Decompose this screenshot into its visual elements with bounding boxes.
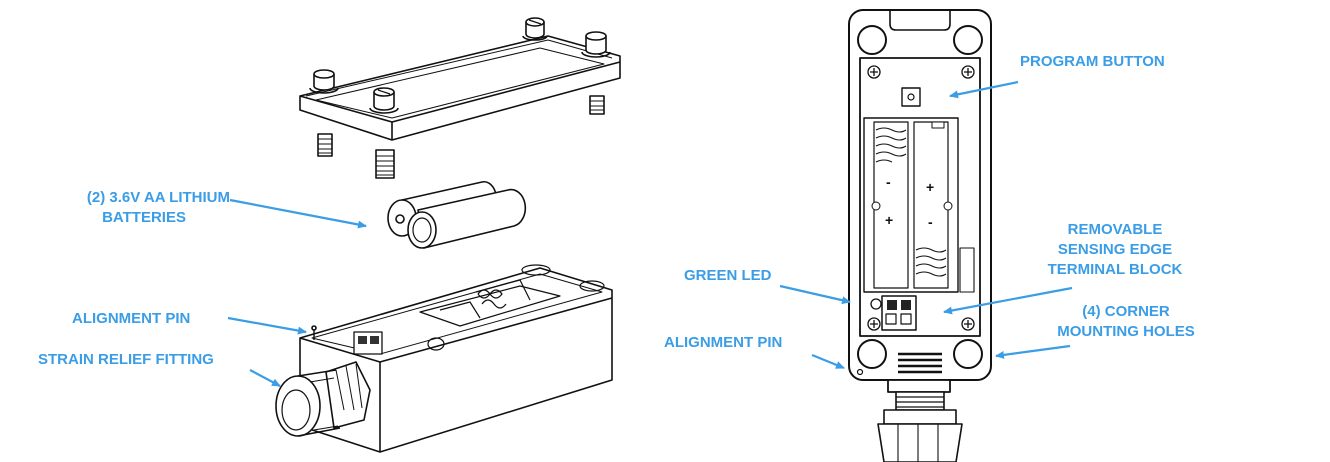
batteries-label: (2) 3.6V AA LITHIUM BATTERIES (20, 188, 230, 228)
aa-batteries (387, 180, 527, 249)
polarity-right-top: + (926, 179, 935, 195)
lid-screw-head-right (581, 31, 611, 58)
terminal-block-label-line-2: SENSING EDGE (1057, 241, 1173, 258)
green-led (870, 298, 882, 310)
lid-screw-thread-front (375, 149, 395, 179)
strain-relief-fitting (275, 361, 371, 437)
enclosure-base (299, 264, 613, 453)
alignment-pin-right-label: ALIGNMENT PIN (664, 334, 783, 351)
lid-screw-head-front (369, 87, 399, 114)
leader-arrows (227, 80, 1073, 387)
lid-screw-head-left-back (309, 69, 339, 94)
alignment-pin-dot (856, 368, 864, 376)
alignment-pin-left-label: ALIGNMENT PIN (72, 310, 191, 327)
polarity-left-bottom: + (885, 212, 894, 228)
terminal-block-label-line-1: REMOVABLE (1067, 221, 1163, 238)
lid-screw-thread-left (317, 133, 333, 157)
enclosure-top-view (848, 9, 992, 381)
enclosure-lid (299, 17, 621, 179)
green-led-label: GREEN LED (684, 267, 772, 284)
corner-mounting-hole-top-left (857, 25, 887, 55)
terminal-block-label-line-3: TERMINAL BLOCK (1047, 261, 1183, 278)
polarity-left-top: - (886, 174, 891, 190)
mounting-holes-label-line-2: MOUNTING HOLES (1057, 323, 1195, 340)
strain-relief-label: STRAIN RELIEF FITTING (38, 351, 214, 368)
polarity-right-bottom: - (928, 214, 933, 230)
corner-mounting-hole-bottom-left (857, 339, 887, 369)
corner-mounting-hole-bottom-right (953, 339, 983, 369)
lid-screw-thread-right (589, 95, 605, 115)
lid-screw-head-back (522, 17, 548, 41)
program-button (901, 87, 921, 107)
mounting-holes-label: (4) CORNER MOUNTING HOLES (1036, 302, 1216, 342)
batteries-label-line-1: (2) 3.6V AA LITHIUM (86, 189, 230, 206)
terminal-block-label: REMOVABLE SENSING EDGE TERMINAL BLOCK (1030, 220, 1200, 280)
mounting-holes-label-line-1: (4) CORNER (1082, 303, 1170, 320)
strain-relief-fitting-top-view (877, 379, 963, 462)
program-button-label: PROGRAM BUTTON (1020, 53, 1165, 70)
corner-mounting-hole-top-right (953, 25, 983, 55)
terminal-block (881, 295, 917, 331)
batteries-label-line-2: BATTERIES (102, 209, 186, 226)
